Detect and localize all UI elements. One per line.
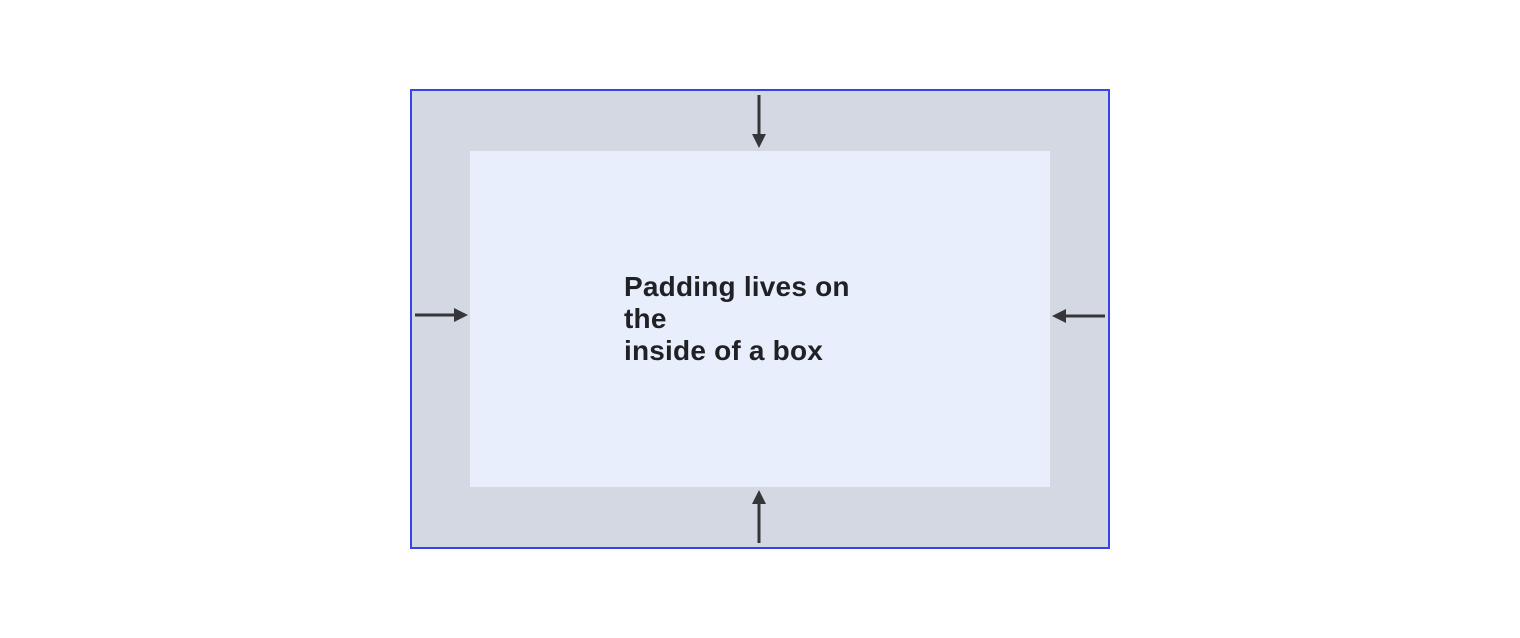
arrow-right-icon: [415, 308, 468, 322]
diagram-label-line1: Padding lives on the: [624, 271, 850, 334]
arrow-up-icon: [752, 490, 766, 543]
arrow-left-icon: [1052, 309, 1105, 323]
diagram-label-line2: inside of a box: [624, 335, 824, 366]
arrow-down-icon: [752, 95, 766, 148]
diagram-label: Padding lives on the inside of a box: [624, 271, 896, 367]
content-box: Padding lives on the inside of a box: [470, 151, 1050, 487]
